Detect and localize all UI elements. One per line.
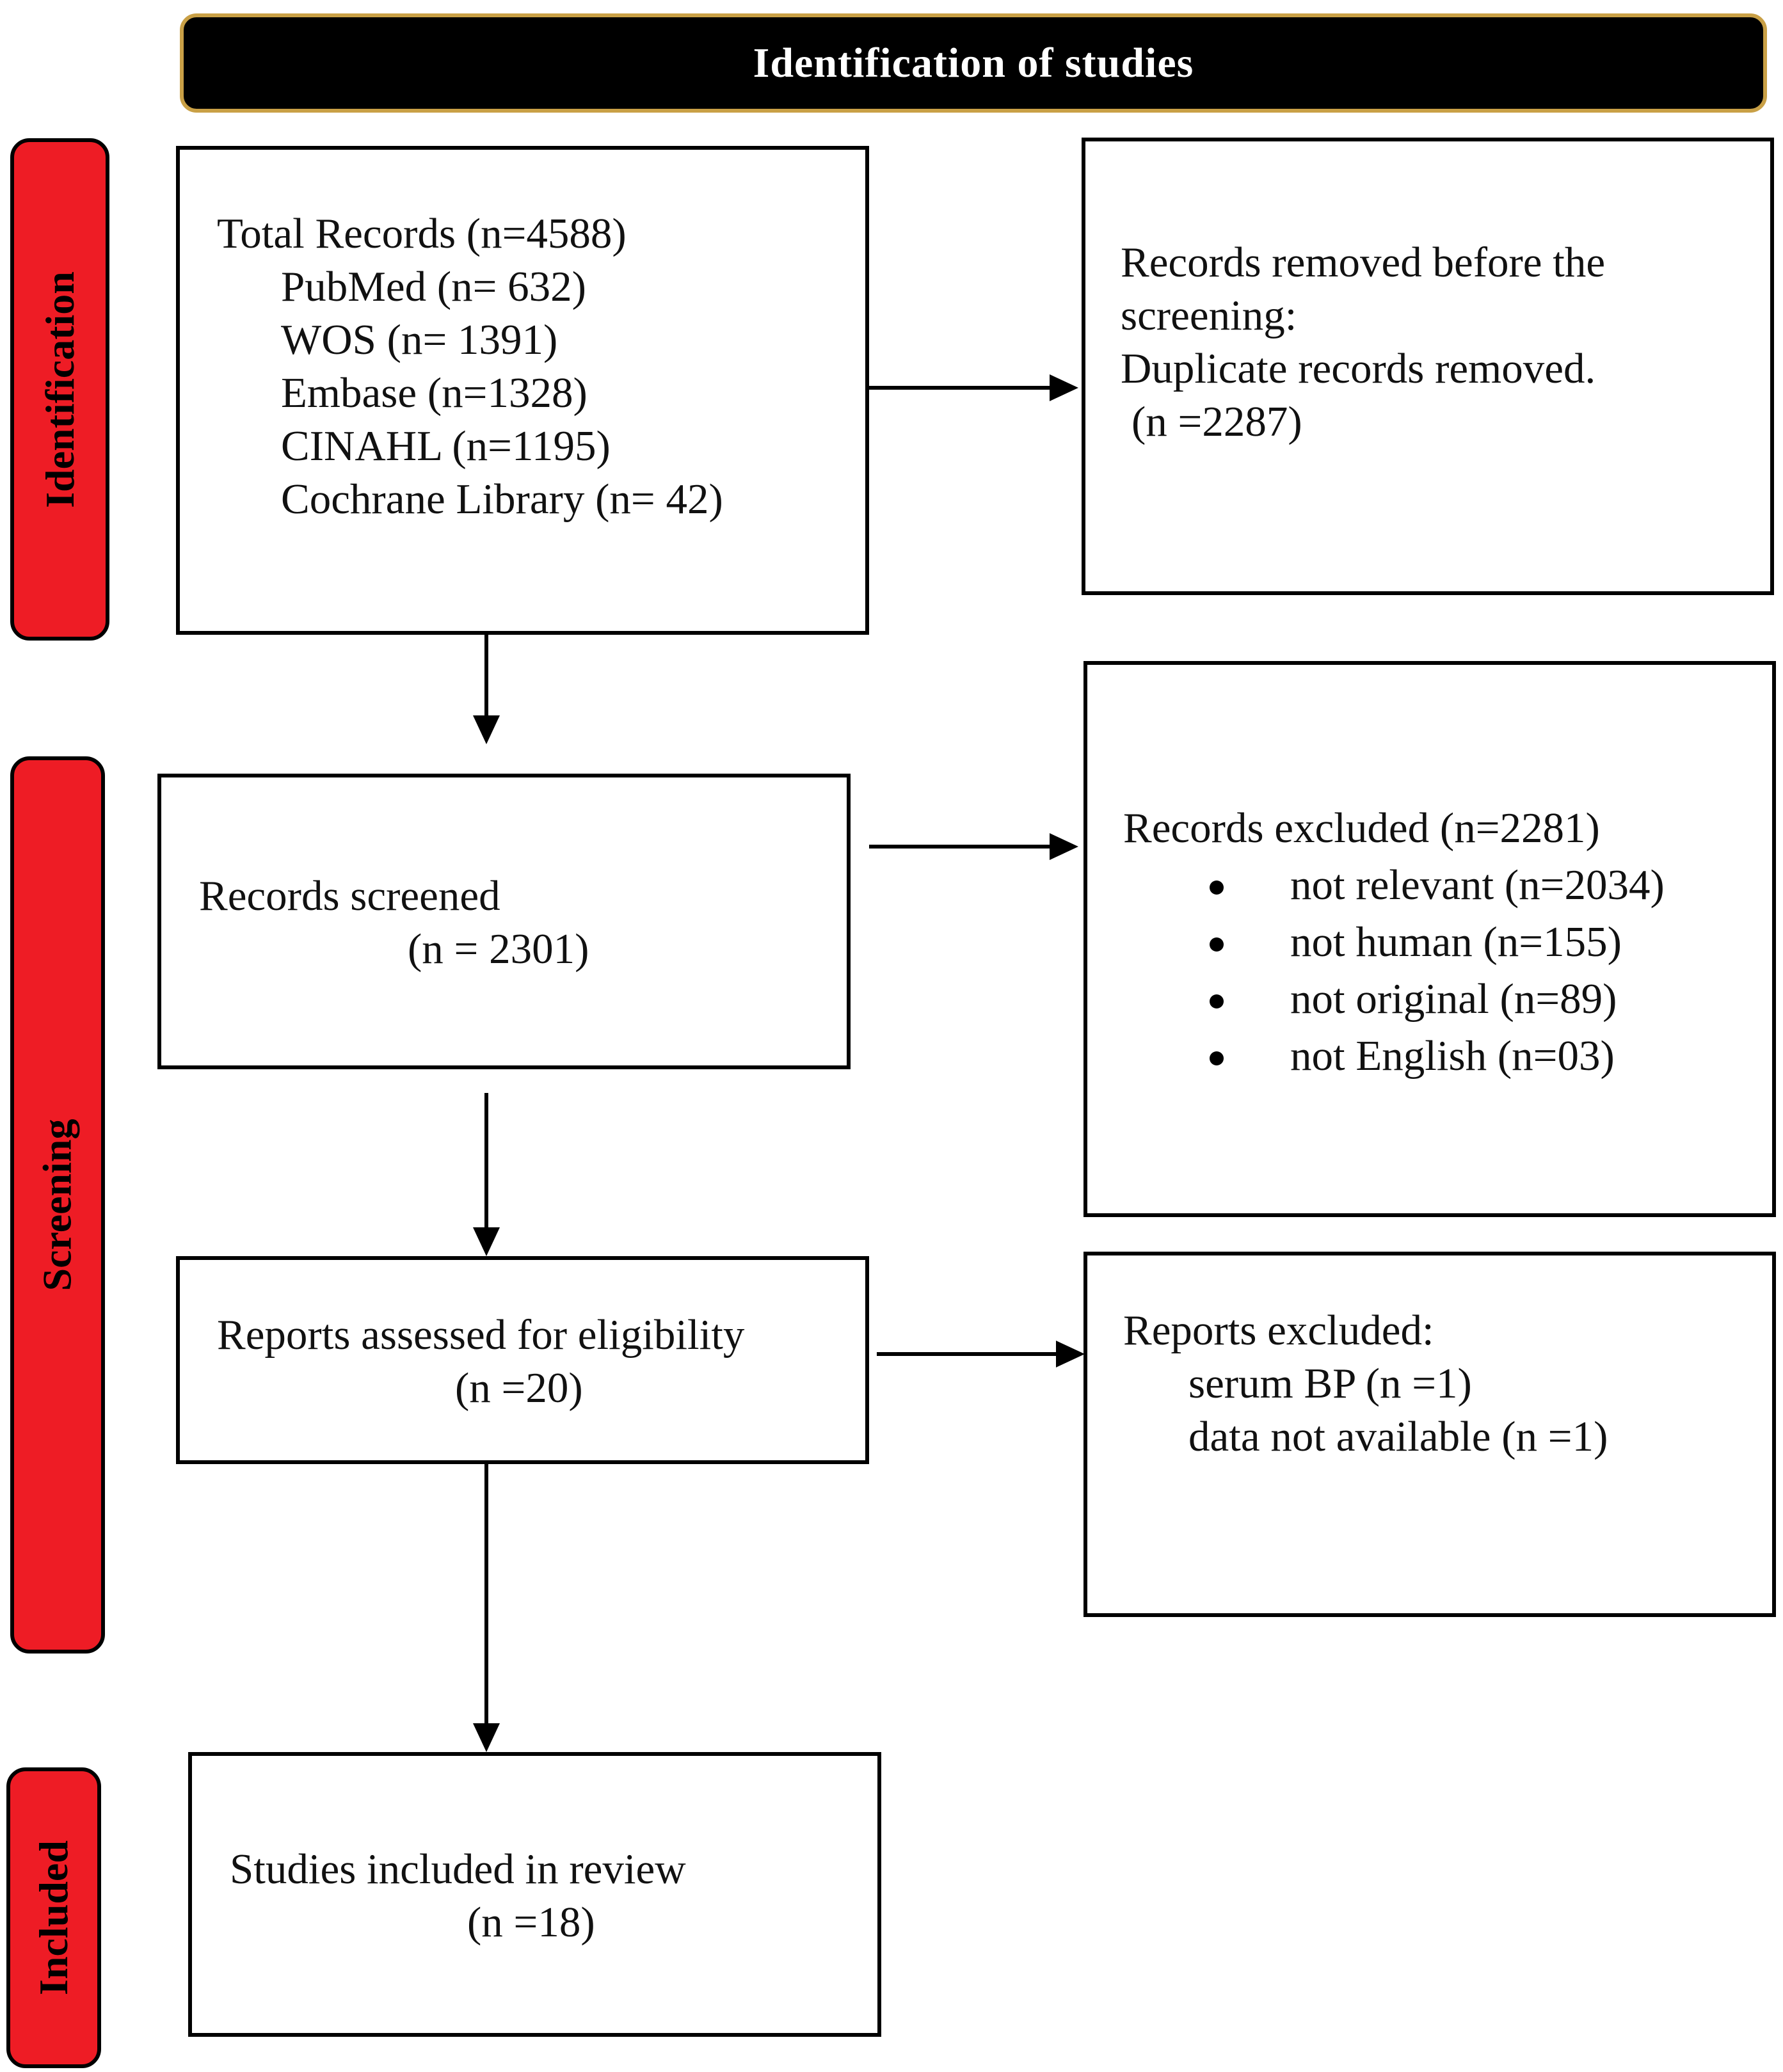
screened-count: (n = 2301) — [408, 925, 589, 973]
header-banner: Identification of studies — [180, 13, 1767, 113]
stage-included: Included — [6, 1767, 101, 2068]
studies-included-box: Studies included in review (n =18) — [188, 1752, 881, 2037]
bullet-icon — [1210, 1051, 1224, 1065]
header-title: Identification of studies — [753, 39, 1194, 86]
removed-count: (n =2287) — [1131, 398, 1302, 445]
arrowhead-icon — [1050, 833, 1078, 860]
eligibility-count: (n =20) — [455, 1364, 583, 1412]
removed-line-2: screening: — [1121, 292, 1297, 339]
removed-line-3: Duplicate records removed. — [1121, 345, 1596, 392]
source-embase: Embase (n=1328) — [281, 369, 588, 417]
removed-line-1: Records removed before the — [1121, 239, 1606, 286]
reports-excluded-data-na: data not available (n =1) — [1188, 1413, 1608, 1460]
bullet-icon — [1210, 937, 1224, 952]
source-cinahl: CINAHL (n=1195) — [281, 422, 611, 470]
excluded-not-human: not human (n=155) — [1290, 918, 1622, 966]
records-screened-box: Records screened (n = 2301) — [157, 774, 851, 1069]
records-excluded-box: Records excluded (n=2281) not relevant (… — [1083, 661, 1776, 1217]
bullet-icon — [1210, 881, 1224, 895]
arrowhead-icon — [1056, 1341, 1085, 1367]
source-wos: WOS (n= 1391) — [281, 316, 558, 363]
stage-screening: Screening — [10, 756, 105, 1654]
excluded-not-english: not English (n=03) — [1290, 1032, 1615, 1080]
identification-box: Total Records (n=4588) PubMed (n= 632) W… — [176, 146, 869, 635]
reports-excluded-title: Reports excluded: — [1123, 1307, 1434, 1354]
bullet-icon — [1210, 994, 1224, 1008]
arrowhead-icon — [473, 1227, 500, 1256]
screened-label: Records screened — [199, 872, 500, 920]
included-label: Studies included in review — [230, 1845, 686, 1893]
source-pubmed: PubMed (n= 632) — [281, 263, 586, 310]
records-removed-box: Records removed before the screening: Du… — [1082, 138, 1774, 595]
total-records: Total Records (n=4588) — [217, 210, 627, 257]
arrowhead-icon — [1050, 374, 1078, 401]
stage-identification: Identification — [10, 138, 109, 641]
excluded-not-relevant: not relevant (n=2034) — [1290, 861, 1665, 909]
eligibility-label: Reports assessed for eligibility — [217, 1311, 745, 1359]
included-count: (n =18) — [467, 1899, 595, 1946]
source-cochrane: Cochrane Library (n= 42) — [281, 475, 723, 523]
reports-excluded-serum-bp: serum BP (n =1) — [1188, 1360, 1472, 1407]
excluded-title: Records excluded (n=2281) — [1123, 804, 1600, 852]
arrowhead-icon — [473, 715, 500, 744]
arrowhead-icon — [473, 1723, 500, 1752]
excluded-not-original: not original (n=89) — [1290, 975, 1617, 1023]
eligibility-box: Reports assessed for eligibility (n =20) — [176, 1256, 869, 1464]
reports-excluded-box: Reports excluded: serum BP (n =1) data n… — [1083, 1252, 1776, 1617]
